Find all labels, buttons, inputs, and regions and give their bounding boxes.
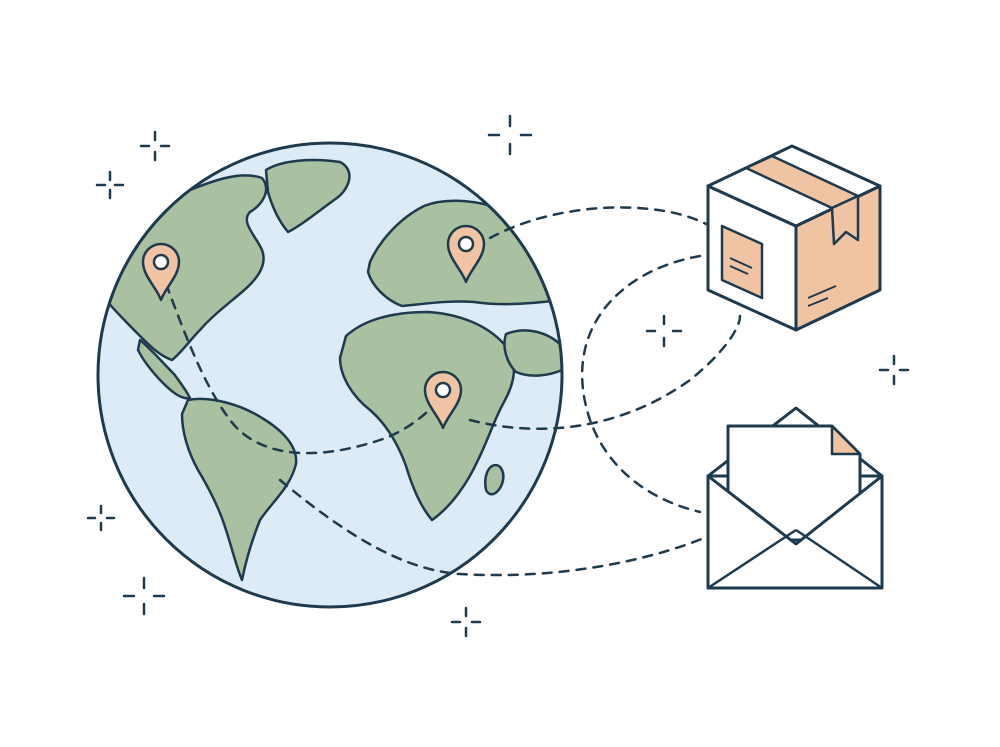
route-africa-to-box xyxy=(468,314,742,431)
sparkle-icon xyxy=(878,354,910,386)
route-america-to-africa xyxy=(158,266,447,455)
location-pin-icon xyxy=(423,370,463,430)
route-europe-to-box xyxy=(488,206,708,240)
sparkle-icon xyxy=(487,114,533,156)
box-shipping-label xyxy=(720,224,764,300)
sparkle-icon xyxy=(139,130,171,162)
continent-arabia xyxy=(503,329,562,377)
location-pin-icon xyxy=(446,224,486,284)
box-tape-flap xyxy=(830,194,860,246)
sparkle-icon xyxy=(122,576,166,616)
cardboard-box-icon xyxy=(706,144,882,332)
envelope-icon xyxy=(706,406,884,590)
globe-outline xyxy=(96,141,564,609)
route-america-to-envelope xyxy=(278,478,706,577)
sparkle-icon xyxy=(86,504,116,532)
sparkle-icon xyxy=(95,170,125,200)
sparkle-icon xyxy=(645,314,683,348)
island-madagascar xyxy=(484,463,505,496)
shipping-routes xyxy=(158,206,742,577)
continent-south-america xyxy=(180,397,298,582)
location-pin-icon xyxy=(141,242,181,302)
route-loop-box-to-envelope xyxy=(580,254,702,514)
continent-central-america xyxy=(136,338,192,400)
continent-africa xyxy=(338,310,516,522)
continent-greenland xyxy=(264,158,351,234)
sparkle-icon xyxy=(450,606,482,638)
globe-icon xyxy=(96,141,564,609)
